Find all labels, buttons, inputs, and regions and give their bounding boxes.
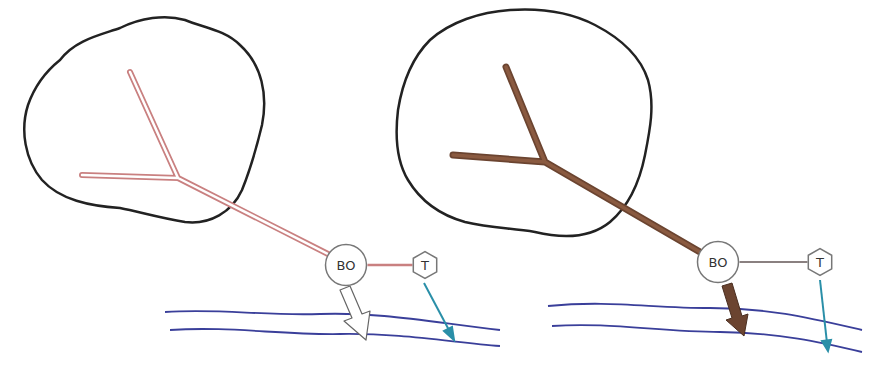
- drainage-network: [453, 67, 700, 252]
- catchment-outline: [24, 17, 264, 222]
- flow-arrow: [340, 286, 370, 340]
- river: [165, 311, 500, 346]
- outlet-circle: BO: [696, 240, 740, 284]
- river: [548, 304, 862, 352]
- outlet-circle: BO: [324, 243, 368, 287]
- flow-arrow: [424, 280, 831, 351]
- connector-line: [368, 265, 413, 266]
- connector-line: [740, 262, 808, 263]
- tank-hexagon: T: [410, 250, 440, 280]
- drainage-network: [82, 72, 330, 255]
- node-label: T: [816, 256, 824, 269]
- tank-hexagon: T: [805, 247, 835, 277]
- node-label: T: [421, 259, 429, 272]
- node-label: BO: [709, 256, 728, 269]
- node-label: BO: [337, 259, 356, 272]
- flow-arrow: [722, 283, 748, 336]
